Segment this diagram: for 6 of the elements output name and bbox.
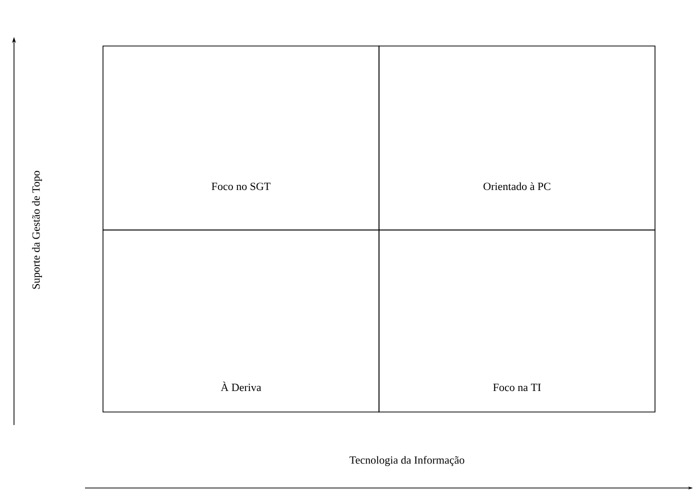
axis-label: Suporte da Gestão de Topo [32,170,42,289]
axis-label: Tecnologia da Informação [350,456,464,466]
quadrant-box: Foco na TI [378,230,656,412]
quadrant-box: Orientado à PC [378,46,656,230]
quadrant-box: Foco no SGT [102,46,380,230]
quadrant-box: À Deriva [102,230,380,412]
